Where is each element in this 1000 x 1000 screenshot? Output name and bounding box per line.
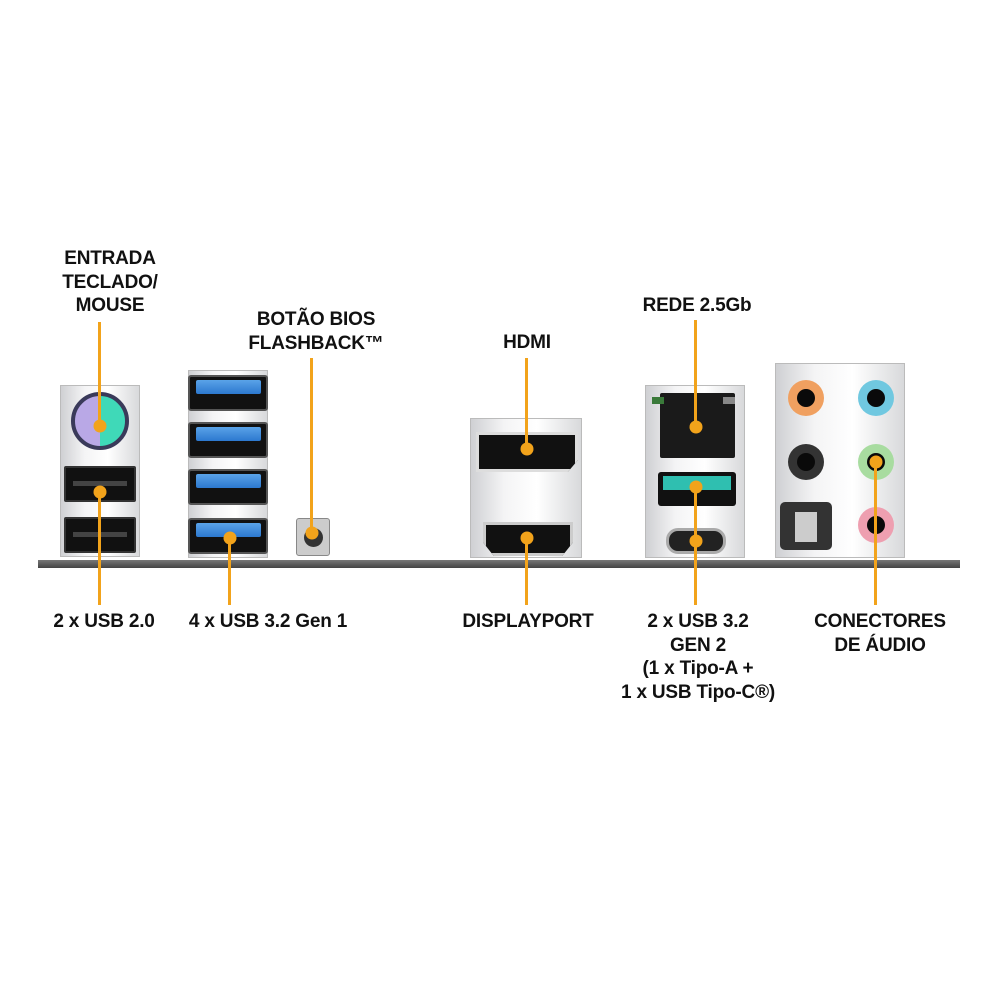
- usb3-port-3: [188, 469, 268, 505]
- label-hdmi: HDMI: [503, 332, 551, 353]
- callout-dot: [223, 531, 237, 545]
- callout-displayport: [525, 538, 528, 605]
- label-bios: BOTÃO BIOS FLASHBACK™: [248, 308, 383, 355]
- label-audio: CONECTORES DE ÁUDIO: [814, 610, 946, 657]
- label-line: FLASHBACK™: [248, 332, 384, 354]
- callout-dot: [305, 526, 319, 540]
- label-line: DE ÁUDIO: [834, 634, 926, 656]
- callout-dot: [520, 531, 534, 545]
- usb3-port-2: [188, 422, 268, 458]
- label-line: TECLADO/: [62, 271, 158, 293]
- callout-dot: [93, 419, 107, 433]
- label-line: CONECTORES: [814, 611, 946, 632]
- audio-jack-black: [788, 444, 824, 480]
- usb3-port-1: [188, 375, 268, 411]
- lan-led-right: [723, 397, 735, 404]
- callout-audio: [874, 462, 877, 605]
- label-line: (1 x Tipo-A +: [642, 658, 754, 679]
- audio-jack-blue: [858, 380, 894, 416]
- optical-spdif-port: [780, 502, 832, 550]
- label-displayport: DISPLAYPORT: [462, 611, 594, 632]
- label-usb2: 2 x USB 2.0: [53, 611, 155, 632]
- callout-ps2: [98, 322, 101, 426]
- callout-usb2: [98, 492, 101, 605]
- callout-dot: [520, 442, 534, 456]
- lan-led-green: [652, 397, 664, 404]
- callout-bios: [310, 358, 313, 532]
- audio-jack-orange: [788, 380, 824, 416]
- callout-dot: [93, 485, 107, 499]
- label-line: ENTRADA: [64, 248, 156, 269]
- label-usb3: 4 x USB 3.2 Gen 1: [188, 611, 348, 632]
- label-line: 1 x USB Tipo-C®): [620, 681, 776, 703]
- io-shield-baseline: [38, 560, 960, 568]
- label-line: GEN 2: [669, 634, 727, 656]
- label-line: 2 x USB 3.2: [647, 611, 749, 632]
- callout-usb3: [228, 538, 231, 605]
- callout-hdmi: [525, 358, 528, 448]
- label-lan: REDE 2.5Gb: [642, 295, 752, 316]
- callout-dot: [689, 534, 703, 548]
- label-usb-gen2: 2 x USB 3.2 GEN 2 (1 x Tipo-A + 1 x USB …: [621, 610, 775, 704]
- callout-dot: [689, 420, 703, 434]
- label-line: MOUSE: [75, 295, 145, 316]
- callout-dot: [689, 480, 703, 494]
- callout-lan: [694, 320, 697, 427]
- label-line: BOTÃO BIOS: [256, 309, 376, 330]
- label-ps2: ENTRADA TECLADO/ MOUSE: [62, 247, 158, 318]
- callout-dot: [869, 455, 883, 469]
